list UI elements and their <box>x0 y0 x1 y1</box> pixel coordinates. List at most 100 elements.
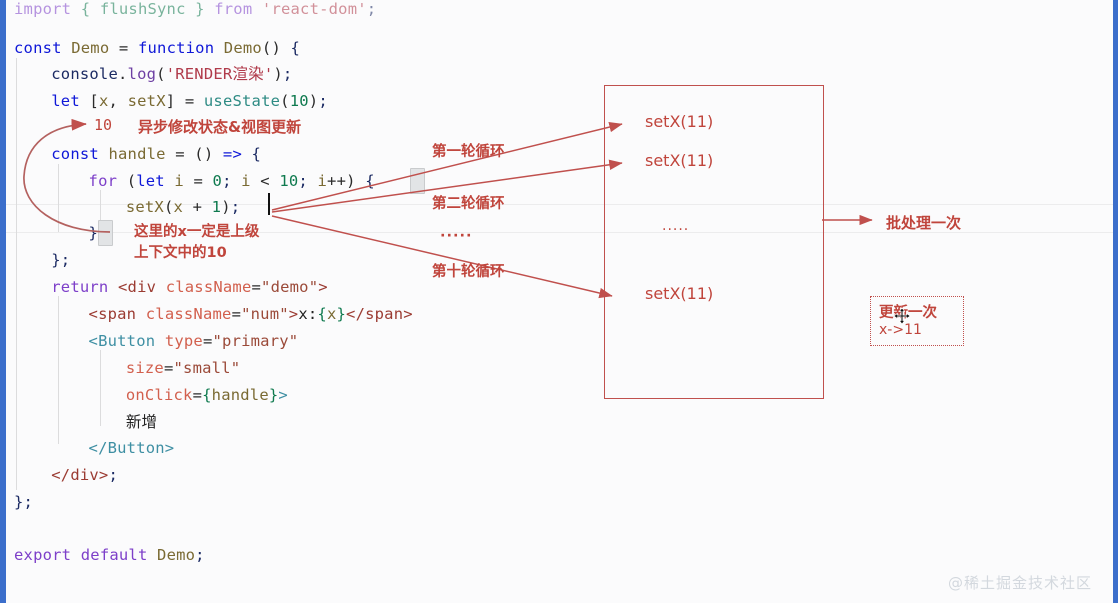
code-line[interactable]: let [x, setX] = useState(10); <box>51 88 328 115</box>
code-token: 10 <box>289 92 309 110</box>
code-token: ( <box>280 92 290 110</box>
code-line[interactable]: size="small" <box>126 355 240 382</box>
code-token: ( <box>156 65 166 83</box>
code-token: <Button <box>88 332 156 350</box>
code-line[interactable]: onClick={handle}> <box>126 382 288 409</box>
code-token: "num" <box>241 305 289 323</box>
code-token: i <box>174 172 184 190</box>
editor-surface[interactable] <box>6 0 1118 603</box>
code-token: () <box>261 39 281 57</box>
code-token: = <box>251 278 262 296</box>
code-token: 新增 <box>125 413 158 431</box>
code-token: = <box>109 39 138 57</box>
code-token <box>80 92 90 110</box>
code-token: 1 <box>211 198 222 216</box>
code-token: handle <box>108 145 166 163</box>
code-token: ) <box>273 65 283 83</box>
code-token: ( <box>163 198 174 216</box>
code-token: ; <box>195 546 205 564</box>
code-line[interactable]: }; <box>51 247 70 274</box>
code-token: ; <box>318 92 328 110</box>
code-token: = <box>183 172 213 190</box>
code-token: ; <box>230 198 241 216</box>
code-token: } <box>88 224 99 242</box>
code-line[interactable]: const Demo = function Demo() { <box>14 35 300 62</box>
code-token: { flushSync } <box>80 0 205 18</box>
code-line[interactable]: const handle = () => { <box>51 141 261 168</box>
batch-label: 批处理一次 <box>886 214 962 232</box>
batch-queue-item: ····· <box>662 222 690 238</box>
watermark: @稀土掘金技术社区 <box>948 574 1093 592</box>
code-token: useState <box>203 92 281 110</box>
code-token <box>213 145 223 163</box>
code-token: < <box>250 172 280 190</box>
code-token: function <box>137 39 215 57</box>
code-token: { <box>317 305 327 323</box>
code-token: = <box>231 305 242 323</box>
code-line[interactable]: console.log('RENDER渲染'); <box>51 61 292 88</box>
code-token: > <box>278 386 288 404</box>
code-token: "demo" <box>261 278 319 296</box>
closure-note-line-1: 这里的x一定是上级 <box>134 224 260 240</box>
loop-ellipsis-label: ····· <box>440 228 473 244</box>
code-token: console <box>51 65 118 83</box>
code-token: = <box>192 386 203 404</box>
code-token: }; <box>51 251 71 269</box>
code-token: ) <box>346 172 366 190</box>
code-token: ++ <box>327 172 347 190</box>
code-token: = <box>202 332 213 350</box>
code-token: > <box>288 305 299 323</box>
loop-2-label: 第二轮循环 <box>432 196 505 212</box>
code-token <box>156 278 166 296</box>
code-line[interactable]: </div>; <box>51 462 118 489</box>
code-token: export <box>14 546 72 564</box>
code-token: "primary" <box>212 332 299 350</box>
code-token: i <box>241 172 251 190</box>
update-result-box[interactable] <box>870 296 964 346</box>
code-line[interactable]: 新增 <box>126 409 157 436</box>
code-token: ) <box>221 198 231 216</box>
batch-queue-item: setX(11) <box>645 284 714 303</box>
code-token: ] <box>165 92 176 110</box>
code-line[interactable]: } <box>89 220 99 247</box>
code-token: { <box>365 172 375 190</box>
code-line[interactable]: <span className="num">x:{x}</span> <box>89 301 413 328</box>
batch-queue-item: setX(11) <box>645 112 714 131</box>
code-token: { <box>251 145 262 163</box>
code-token: ; <box>298 172 318 190</box>
code-token: const <box>14 39 62 57</box>
code-token <box>214 39 224 57</box>
state-note-annotation: 异步修改状态&视图更新 <box>138 118 302 136</box>
code-token: x <box>326 305 337 323</box>
code-line[interactable]: }; <box>14 489 33 516</box>
loop-10-label: 第十轮循环 <box>432 264 505 280</box>
code-token: setX <box>125 198 164 216</box>
code-line[interactable]: return <div className="demo"> <box>51 274 328 301</box>
indent-guide-1 <box>16 58 17 490</box>
code-token: 10 <box>279 172 299 190</box>
code-token: } <box>336 305 347 323</box>
state-value-annotation: 10 <box>94 116 113 134</box>
code-token: [ <box>89 92 99 110</box>
code-token: onClick <box>125 386 193 404</box>
code-token: default <box>80 546 148 564</box>
code-line[interactable]: import { flushSync } from 'react-dom'; <box>14 0 376 23</box>
text-caret <box>268 193 270 215</box>
code-token <box>62 39 72 57</box>
code-line[interactable]: <Button type="primary" <box>89 328 299 355</box>
update-label: 更新一次 <box>879 305 937 321</box>
code-token: type <box>164 332 203 350</box>
code-token: className <box>145 305 232 323</box>
code-token: Demo <box>223 39 262 57</box>
code-line[interactable]: export default Demo; <box>14 542 205 569</box>
code-token: 'react-dom' <box>261 0 367 18</box>
code-token: ; <box>282 65 293 83</box>
code-line[interactable]: </Button> <box>89 435 175 462</box>
code-token: Demo <box>71 39 110 57</box>
code-token: log <box>127 65 157 83</box>
code-token: import <box>14 0 72 18</box>
editor-right-accent-rail <box>1113 0 1118 603</box>
code-token <box>108 278 118 296</box>
code-line[interactable]: setX(x + 1); <box>126 194 240 221</box>
code-line[interactable]: for (let i = 0; i < 10; i++) { <box>89 168 375 195</box>
